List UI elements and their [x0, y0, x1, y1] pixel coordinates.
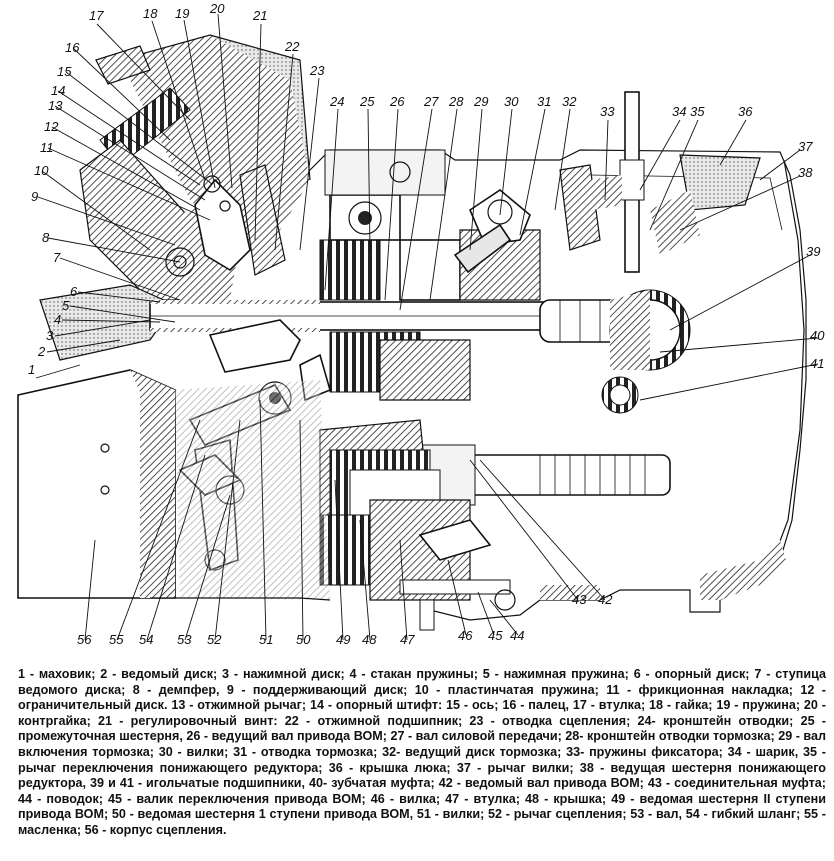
callout-1: 1 [28, 362, 35, 377]
callout-32: 32 [562, 94, 577, 109]
callout-45: 45 [488, 628, 503, 643]
callout-14: 14 [51, 83, 65, 98]
callout-29: 29 [473, 94, 488, 109]
callout-16: 16 [65, 40, 80, 55]
callout-24: 24 [329, 94, 344, 109]
callout-31: 31 [537, 94, 551, 109]
callout-36: 36 [738, 104, 753, 119]
callout-47: 47 [400, 632, 415, 647]
callout-25: 25 [359, 94, 375, 109]
callout-40: 40 [810, 328, 825, 343]
callout-56: 56 [77, 632, 92, 647]
housing-outline [299, 149, 807, 621]
callout-50: 50 [296, 632, 311, 647]
diagram-caption: 1 - маховик; 2 - ведомый диск; 3 - нажим… [18, 667, 826, 837]
pto-shaft [319, 419, 671, 521]
callout-11: 11 [40, 140, 54, 155]
callout-44: 44 [510, 628, 524, 643]
callout-9: 9 [31, 189, 38, 204]
callout-38: 38 [798, 165, 813, 180]
leader-lines [35, 13, 819, 641]
callout-28: 28 [448, 94, 464, 109]
gear-cluster [319, 149, 541, 401]
callout-35: 35 [690, 104, 705, 119]
pto-lower-gears [319, 499, 516, 631]
callout-labels: 1 2 3 4 5 6 7 8 9 10 11 12 13 14 15 16 1… [28, 1, 825, 647]
callout-22: 22 [284, 39, 300, 54]
callout-43: 43 [572, 592, 587, 607]
callout-42: 42 [598, 592, 613, 607]
callout-52: 52 [207, 632, 222, 647]
callout-23: 23 [309, 63, 325, 78]
callout-39: 39 [806, 244, 820, 259]
callout-30: 30 [504, 94, 519, 109]
callout-27: 27 [423, 94, 439, 109]
callout-10: 10 [34, 163, 49, 178]
callout-48: 48 [362, 632, 377, 647]
callout-46: 46 [458, 628, 473, 643]
reduction-gear [601, 289, 691, 414]
callout-4: 4 [54, 312, 61, 327]
clutch-assembly-diagram: 1 2 3 4 5 6 7 8 9 10 11 12 13 14 15 16 1… [17, 1, 825, 647]
callout-8: 8 [42, 230, 50, 245]
shift-lever [590, 91, 761, 273]
callout-34: 34 [672, 104, 686, 119]
callout-53: 53 [177, 632, 192, 647]
callout-5: 5 [62, 298, 70, 313]
clutch-disc-stack [150, 164, 286, 300]
callout-20: 20 [209, 1, 225, 16]
callout-55: 55 [109, 632, 124, 647]
callout-6: 6 [70, 284, 78, 299]
clutch-housing [17, 369, 331, 601]
callout-12: 12 [44, 119, 59, 134]
callout-19: 19 [175, 6, 189, 21]
callout-18: 18 [143, 6, 158, 21]
callout-15: 15 [57, 64, 72, 79]
callout-49: 49 [336, 632, 350, 647]
callout-3: 3 [46, 328, 54, 343]
callout-37: 37 [798, 139, 813, 154]
callout-17: 17 [89, 8, 104, 23]
callout-21: 21 [252, 8, 267, 23]
callout-54: 54 [139, 632, 153, 647]
callout-33: 33 [600, 104, 615, 119]
callout-26: 26 [389, 94, 405, 109]
callout-41: 41 [810, 356, 824, 371]
callout-13: 13 [48, 98, 63, 113]
callout-51: 51 [259, 632, 273, 647]
callout-7: 7 [53, 250, 61, 265]
callout-2: 2 [37, 344, 46, 359]
